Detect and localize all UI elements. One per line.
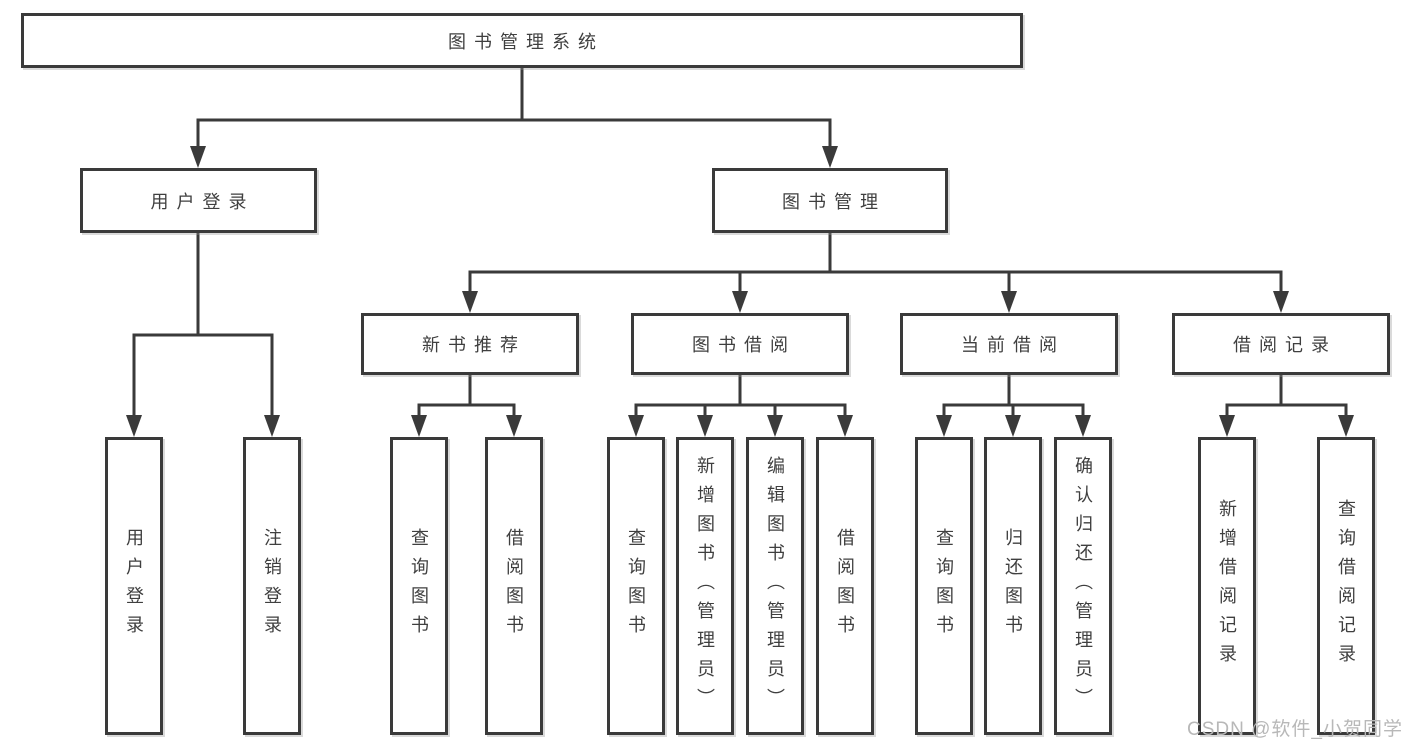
leaf-label: 查询图书 (409, 528, 429, 644)
node-label: 用户登录 (150, 191, 255, 212)
leaf-label: 确认归还（管理员） (1073, 455, 1093, 717)
node-book-borrowing: 图书借阅 (631, 313, 849, 375)
node-new-book-recommendation: 新书推荐 (361, 313, 579, 375)
node-label: 图书借阅 (692, 335, 796, 355)
leaf-borrow-books-borrowing: 借阅图书 (816, 437, 874, 735)
leaf-label: 借阅图书 (835, 528, 855, 644)
leaf-query-books-current: 查询图书 (915, 437, 973, 735)
node-library-management-system: 图书管理系统 (21, 13, 1023, 68)
node-label: 图书管理系统 (448, 31, 604, 52)
node-borrowing-records: 借阅记录 (1172, 313, 1390, 375)
leaf-label: 查询图书 (626, 528, 646, 644)
leaf-label: 查询图书 (934, 528, 954, 644)
node-label: 图书管理 (782, 191, 886, 212)
leaf-query-borrow-record: 查询借阅记录 (1317, 437, 1375, 735)
leaf-borrow-books-recommend: 借阅图书 (485, 437, 543, 735)
leaf-label: 用户登录 (124, 528, 144, 644)
leaf-query-books-recommend: 查询图书 (390, 437, 448, 735)
leaf-label: 新增借阅记录 (1217, 499, 1237, 673)
node-label: 借阅记录 (1233, 335, 1337, 355)
leaf-label: 注销登录 (262, 528, 282, 644)
leaf-label: 编辑图书（管理员） (765, 455, 785, 717)
node-user-login: 用户登录 (80, 168, 317, 233)
node-current-borrowing: 当前借阅 (900, 313, 1118, 375)
leaf-add-book-admin: 新增图书（管理员） (676, 437, 734, 735)
leaf-label: 归还图书 (1003, 528, 1023, 644)
csdn-watermark: CSDN @软件_小贺同学 (1187, 719, 1403, 740)
leaf-query-books-borrowing: 查询图书 (607, 437, 665, 735)
node-label: 新书推荐 (422, 335, 526, 355)
leaf-return-books: 归还图书 (984, 437, 1042, 735)
leaf-confirm-return-admin: 确认归还（管理员） (1054, 437, 1112, 735)
leaf-logout: 注销登录 (243, 437, 301, 735)
leaf-label: 新增图书（管理员） (695, 455, 715, 717)
leaf-add-borrow-record: 新增借阅记录 (1198, 437, 1256, 735)
node-label: 当前借阅 (961, 335, 1065, 355)
leaf-edit-book-admin: 编辑图书（管理员） (746, 437, 804, 735)
leaf-label: 查询借阅记录 (1336, 499, 1356, 673)
node-book-management: 图书管理 (712, 168, 948, 233)
leaf-user-login: 用户登录 (105, 437, 163, 735)
leaf-label: 借阅图书 (504, 528, 524, 644)
